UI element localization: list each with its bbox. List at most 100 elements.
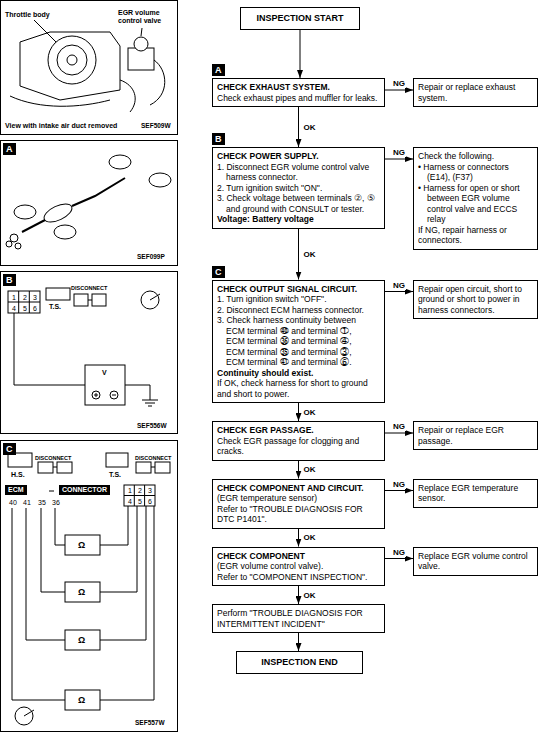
connector-label: ECM — [5, 485, 27, 495]
continuity-check-illustration — [136, 462, 151, 473]
voltage-check-illustration — [92, 294, 106, 306]
continuity-check-illustration — [65, 535, 100, 555]
voltage-check-illustration — [150, 294, 160, 300]
icon-label: DISCONNECT — [71, 285, 107, 291]
pin-number: 4 — [12, 305, 16, 313]
exhaust-illustration — [149, 173, 171, 187]
continuity-check-illustration — [57, 462, 72, 473]
exhaust-illustration — [22, 220, 45, 232]
pin-number: 35 — [38, 499, 46, 507]
meter-symbol: Ω — [78, 696, 85, 704]
panel-tag: A — [3, 143, 16, 155]
pin-number: 5 — [138, 498, 142, 506]
step-text: (EGR volume control valve). — [217, 561, 380, 572]
figure-panel: A SEF099P — [0, 140, 178, 266]
flow-arrow — [298, 403, 299, 421]
meter-symbol: Ω — [78, 636, 85, 644]
process-box: CHECK EGR PASSAGE.Check EGR passage for … — [212, 421, 385, 461]
voltage-check-illustration — [46, 288, 70, 300]
action-box: Repair open circuit, short to ground or … — [413, 280, 538, 320]
figure-code: SEF099P — [137, 253, 165, 261]
engine-illustration — [10, 20, 165, 112]
step-text: Replace EGR volume control valve. — [418, 551, 533, 572]
step-text: 1. Disconnect EGR volume control valve h… — [217, 162, 380, 183]
flow-arrow — [298, 529, 299, 547]
connector-label: CONNECTOR — [59, 485, 110, 495]
continuity-check-illustration — [65, 582, 100, 602]
engine-illustration — [48, 36, 96, 84]
step-text: INSPECTION END — [241, 657, 358, 668]
step-text: • Harness for open or short between EGR … — [418, 183, 533, 225]
step-text: 2. Turn ignition switch "ON". — [217, 183, 380, 194]
process-box: CHECK COMPONENT AND CIRCUIT.(EGR tempera… — [212, 479, 385, 529]
flow-arrow — [385, 558, 413, 559]
terminal-box: INSPECTION END — [236, 651, 363, 674]
voltage-check-illustration — [88, 300, 92, 301]
step-text: Repair open circuit, short to ground or … — [418, 284, 533, 316]
step-tag: A — [212, 64, 225, 76]
voltage-check-illustration — [94, 393, 116, 397]
step-text: INSPECTION START — [245, 13, 355, 24]
pin-number: 5 — [23, 305, 27, 313]
continuity-check-illustration — [15, 707, 33, 725]
branch-label: OK — [303, 465, 317, 474]
flow-arrow — [298, 107, 299, 147]
step-heading: CHECK POWER SUPPLY. — [217, 151, 380, 162]
step-text: ECM terminal ㊶ and terminal ⑥. — [217, 357, 380, 368]
voltage-check-illustration — [85, 365, 125, 405]
branch-label: OK — [303, 123, 317, 132]
branch-label: OK — [303, 408, 317, 417]
step-text: Check the following. — [418, 151, 533, 162]
terminal-box: INSPECTION START — [240, 7, 360, 30]
figure-code: SEF509W — [141, 122, 171, 130]
step-heading: CHECK COMPONENT — [217, 551, 380, 562]
step-tag: C — [212, 266, 225, 278]
branch-label: OK — [303, 533, 317, 542]
action-box: Replace EGR temperature sensor. — [413, 479, 538, 508]
step-text: 3. Check voltage between terminals ②, ⑤ … — [217, 193, 380, 214]
pin-number: 3 — [148, 487, 152, 495]
branch-label: NG — [392, 281, 406, 290]
flow-arrow — [385, 490, 413, 491]
voltage-check-illustration — [125, 385, 158, 406]
engine-illustration — [34, 20, 56, 42]
action-box: Repair or replace exhaust system. — [413, 78, 538, 107]
step-text: (EGR temperature sensor) — [217, 493, 380, 504]
figure-panel: B123456T.S.DISCONNECTVSEF556W — [0, 271, 178, 434]
continuity-check-illustration — [151, 467, 155, 468]
continuity-check-illustration — [24, 710, 34, 716]
step-heading: CHECK OUTPUT SIGNAL CIRCUIT. — [217, 284, 380, 295]
step-text: Perform "TROUBLE DIAGNOSIS FOR INTERMITT… — [217, 608, 380, 629]
flow-arrow — [385, 159, 413, 160]
exhaust-illustration — [109, 155, 131, 169]
figure-code: SEF556W — [137, 422, 167, 430]
step-text: Check EGR passage for clogging and crack… — [217, 436, 380, 457]
voltage-check-illustration — [8, 288, 160, 406]
continuity-check-illustration — [53, 467, 57, 468]
process-box: BCHECK POWER SUPPLY.1. Disconnect EGR vo… — [212, 147, 385, 229]
engine-illustration — [150, 60, 165, 105]
step-text: • Harness or connectors (E14), (F37) — [418, 162, 533, 183]
continuity-check-illustration — [124, 485, 155, 506]
icon-label: DISCONNECT — [135, 455, 171, 461]
continuity-check-illustration — [155, 462, 170, 473]
step-text: ECM terminal ㊱ and terminal ④, — [217, 336, 380, 347]
part-label: Throttle body — [5, 11, 50, 19]
figure-code: SEF557W — [135, 719, 165, 727]
branch-label: NG — [392, 480, 406, 489]
meter-symbol: Ω — [78, 588, 85, 596]
flow-arrow — [385, 291, 413, 292]
step-text: 3. Check harness continuity between — [217, 315, 380, 326]
branch-label: NG — [392, 548, 406, 557]
exhaust-illustration — [14, 205, 36, 219]
engine-illustration — [10, 96, 110, 106]
step-text: Repair or replace EGR passage. — [418, 425, 533, 446]
panel-tag: C — [3, 443, 16, 455]
process-box: ACHECK EXHAUST SYSTEM.Check exhaust pipe… — [212, 78, 385, 107]
process-box: Perform "TROUBLE DIAGNOSIS FOR INTERMITT… — [212, 604, 385, 633]
step-text: Refer to "COMPONENT INSPECTION". — [217, 572, 380, 583]
exhaust-illustration — [72, 178, 125, 206]
figure-caption: View with intake air duct removed — [5, 122, 117, 130]
icon-label: H.S. — [11, 471, 25, 479]
